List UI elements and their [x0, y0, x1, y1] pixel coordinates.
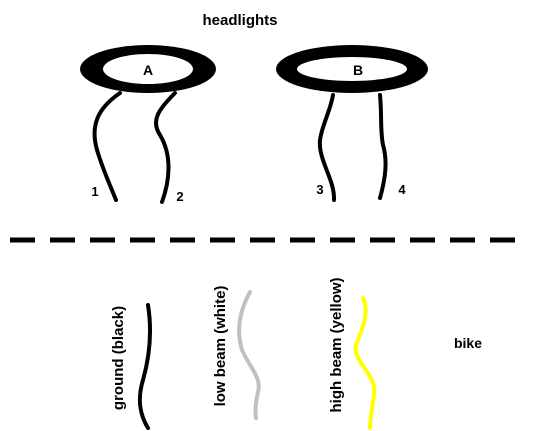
bike-label: bike [454, 335, 482, 351]
ground-wire [137, 303, 153, 430]
wire-3 [317, 93, 337, 202]
wire-1-label: 1 [91, 184, 98, 199]
headlight-b-label: B [353, 62, 363, 78]
wire-4-label: 4 [398, 182, 406, 197]
wire-4 [378, 93, 388, 200]
headlight-b: B 3 4 [276, 45, 428, 202]
ground-wire-label: ground (black) [110, 306, 127, 410]
bike-wires: ground (black) low beam (white) high bea… [110, 277, 377, 430]
high-beam-wire [353, 296, 377, 430]
diagram-title: headlights [202, 12, 277, 29]
wire-2 [154, 91, 177, 204]
wire-1 [92, 91, 122, 202]
headlight-a: A 1 2 [80, 45, 216, 204]
headlight-b-lens [297, 57, 407, 81]
wire-3-label: 3 [316, 182, 323, 197]
low-beam-wire-label: low beam (white) [212, 286, 229, 407]
low-beam-wire [237, 290, 261, 420]
high-beam-wire-label: high beam (yellow) [328, 277, 345, 412]
headlight-a-label: A [143, 62, 153, 78]
headlight-a-lens [103, 54, 193, 84]
wire-2-label: 2 [176, 189, 183, 204]
